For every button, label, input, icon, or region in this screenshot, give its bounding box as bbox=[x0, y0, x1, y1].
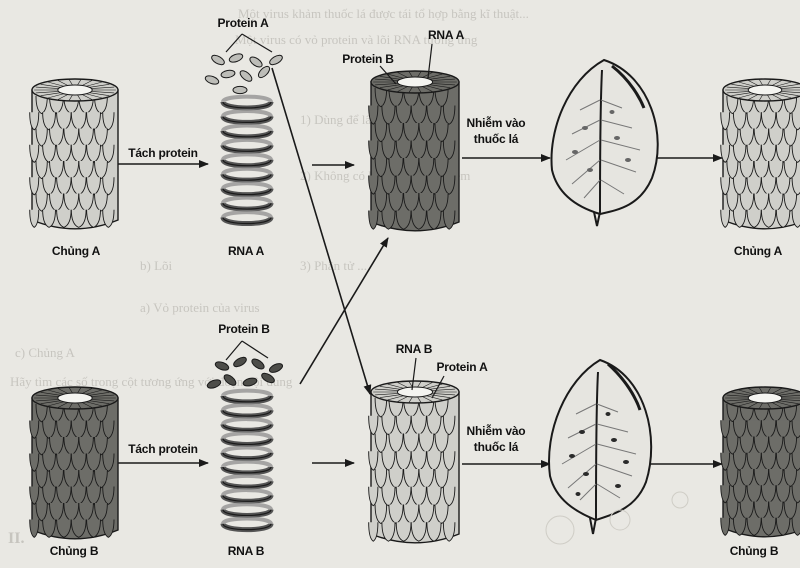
protein-subunit bbox=[233, 86, 247, 93]
helix-turn bbox=[223, 131, 271, 137]
separate-protein-label-bottom: Tách protein bbox=[128, 442, 198, 456]
hybrid-virus-top-particle bbox=[369, 71, 459, 231]
protein-a-subunits bbox=[204, 52, 284, 93]
tobacco-leaf-bottom bbox=[549, 360, 651, 534]
protein-subunit bbox=[214, 360, 230, 372]
protein-subunit bbox=[228, 52, 244, 64]
protein-subunit bbox=[232, 355, 248, 368]
capsid-scale bbox=[369, 522, 378, 541]
helix-turn bbox=[223, 218, 271, 224]
helix-turn bbox=[223, 116, 271, 122]
helix-turn bbox=[223, 189, 271, 195]
infect-label-top-line1: Nhiễm vào bbox=[467, 116, 526, 130]
protein-subunit bbox=[268, 362, 284, 374]
helix-turn bbox=[223, 424, 271, 430]
helix-turn bbox=[223, 439, 271, 445]
protein-subunit bbox=[250, 357, 266, 371]
protein-a-pointer bbox=[226, 34, 272, 52]
helix-turn bbox=[223, 481, 271, 487]
capsid-scale bbox=[721, 518, 730, 536]
protein-subunit bbox=[268, 53, 284, 66]
protein-subunit bbox=[206, 378, 222, 390]
hybrid-bottom-protein-label: Protein A bbox=[436, 360, 487, 374]
capsid-scale bbox=[30, 520, 39, 538]
protein-subunit bbox=[222, 373, 237, 388]
protein-subunit bbox=[260, 371, 276, 384]
infect-label-bottom-line1: Nhiễm vào bbox=[467, 424, 526, 438]
protein-subunit bbox=[220, 69, 235, 79]
capsid-scale bbox=[721, 210, 730, 228]
capsid-scale bbox=[30, 210, 39, 228]
protein-b-subunits bbox=[206, 355, 284, 389]
arrow-protein-b-to-top-hybrid bbox=[300, 238, 388, 384]
helix-turn bbox=[223, 160, 271, 166]
protein-b-pointer bbox=[226, 341, 268, 360]
helix-turn bbox=[223, 396, 271, 402]
rna-a-label: RNA A bbox=[228, 244, 264, 258]
rna-b-label: RNA B bbox=[228, 544, 265, 558]
protein-subunit bbox=[210, 53, 226, 66]
protein-subunit bbox=[242, 377, 257, 388]
infect-label-top-line2: thuốc lá bbox=[474, 132, 518, 146]
result-strain-a-label: Chủng A bbox=[734, 244, 782, 258]
helix-turn bbox=[223, 145, 271, 151]
capsid-scale bbox=[369, 211, 378, 230]
helix-turn bbox=[223, 203, 271, 209]
helix-turn bbox=[223, 102, 271, 108]
protein-subunit bbox=[238, 69, 253, 84]
hybrid-bottom-rna-label: RNA B bbox=[396, 342, 433, 356]
protein-a-label: Protein A bbox=[217, 16, 268, 30]
helix-turn bbox=[223, 174, 271, 180]
strain-b-label: Chủng B bbox=[50, 544, 99, 558]
protein-b-label: Protein B bbox=[218, 322, 270, 336]
helix-turn bbox=[223, 467, 271, 473]
result-strain-b-label: Chủng B bbox=[730, 544, 779, 558]
separate-protein-label-top: Tách protein bbox=[128, 146, 198, 160]
virus-strain-b-particle bbox=[30, 387, 118, 539]
infect-label-bottom-line2: thuốc lá bbox=[474, 440, 518, 454]
helix-turn bbox=[223, 453, 271, 459]
result-virus-strain-b-particle bbox=[721, 387, 800, 537]
helix-turn bbox=[223, 524, 271, 530]
protein-subunit bbox=[248, 55, 264, 69]
rna-b-helix bbox=[223, 391, 271, 530]
rna-a-helix bbox=[223, 97, 271, 224]
arrow-protein-a-to-bottom-hybrid bbox=[272, 68, 370, 394]
tobacco-leaf-top bbox=[551, 60, 657, 226]
protein-subunit bbox=[204, 74, 220, 86]
hybrid-virus-bottom-particle bbox=[369, 381, 459, 543]
hybrid-top-rna-label: RNA A bbox=[428, 28, 464, 42]
strain-a-label: Chủng A bbox=[52, 244, 100, 258]
result-virus-strain-a-particle bbox=[721, 79, 800, 229]
helix-turn bbox=[223, 510, 271, 516]
helix-turn bbox=[223, 410, 271, 416]
virus-strain-a-particle bbox=[30, 79, 118, 229]
helix-turn bbox=[223, 495, 271, 501]
hybrid-top-protein-label: Protein B bbox=[342, 52, 394, 66]
